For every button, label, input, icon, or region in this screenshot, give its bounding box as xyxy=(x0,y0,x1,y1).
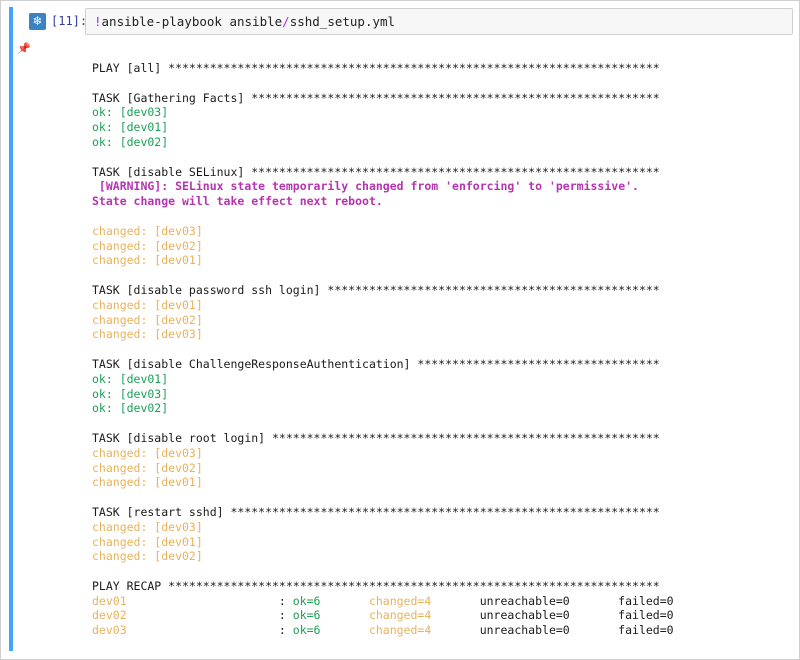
pushpin-icon[interactable]: 📌 xyxy=(17,42,31,55)
blank-line xyxy=(92,268,674,283)
recap-changed: changed=4 xyxy=(368,623,432,638)
blank-line xyxy=(92,490,674,505)
recap-host: dev02 xyxy=(92,608,127,623)
task-result-changed: changed: [dev03] xyxy=(92,327,203,342)
recap-host: dev01 xyxy=(92,593,127,608)
snowflake-icon[interactable]: ❄ xyxy=(29,13,46,30)
cell-input-editor[interactable]: !ansible-playbook ansible/sshd_setup.yml xyxy=(85,8,793,35)
task-result-changed: changed: [dev03] xyxy=(92,445,203,460)
recap-sep: : xyxy=(278,593,293,608)
blank-line xyxy=(92,150,674,165)
task-result-ok: ok: [dev02] xyxy=(92,401,169,416)
recap-host: dev03 xyxy=(92,623,127,638)
task-header: TASK [Gathering Facts] *****************… xyxy=(92,90,660,105)
blank-line xyxy=(92,342,674,357)
task-result-ok: ok: [dev03] xyxy=(92,105,169,120)
task-result-changed: changed: [dev03] xyxy=(92,223,203,238)
task-result-changed: changed: [dev01] xyxy=(92,253,203,268)
task-result-changed: changed: [dev01] xyxy=(92,475,203,490)
recap-row: dev02: ok=6 changed=4 unreachable=0 failed=… xyxy=(92,608,674,623)
recap-header: PLAY RECAP *****************************… xyxy=(92,578,660,593)
cell-selection-bar xyxy=(9,7,13,651)
warning-line: [WARNING]: SELinux state temporarily cha… xyxy=(92,179,639,194)
recap-ok: ok=6 xyxy=(292,623,321,638)
task-result-changed: changed: [dev01] xyxy=(92,534,203,549)
recap-changed: changed=4 xyxy=(368,593,432,608)
recap-changed: changed=4 xyxy=(368,608,432,623)
task-header: TASK [disable SELinux] *****************… xyxy=(92,164,660,179)
recap-failed: failed=0 xyxy=(618,608,674,623)
command-text: ansible-playbook ansible xyxy=(101,14,283,29)
cell-output-text: PLAY [all] *****************************… xyxy=(92,61,674,638)
blank-line xyxy=(92,564,674,579)
cell-output-area: 📌 PLAY [all] ***************************… xyxy=(13,39,793,653)
cell-command[interactable]: !ansible-playbook ansible/sshd_setup.yml xyxy=(94,14,395,29)
cell-input-row: ❄ [11]: !ansible-playbook ansible/sshd_s… xyxy=(13,7,793,37)
task-result-ok: ok: [dev01] xyxy=(92,371,169,386)
task-header: TASK [disable ChallengeResponseAuthentic… xyxy=(92,356,660,371)
blank-line xyxy=(92,209,674,224)
recap-sep: : xyxy=(278,623,293,638)
task-header: TASK [restart sshd] ********************… xyxy=(92,504,660,519)
task-result-ok: ok: [dev03] xyxy=(92,386,169,401)
recap-failed: failed=0 xyxy=(618,593,674,608)
task-header: TASK [disable password ssh login] ******… xyxy=(92,282,660,297)
recap-ok: ok=6 xyxy=(292,593,321,608)
task-result-changed: changed: [dev02] xyxy=(92,460,203,475)
task-result-ok: ok: [dev01] xyxy=(92,120,169,135)
recap-ok: ok=6 xyxy=(292,608,321,623)
warning-line: State change will take effect next reboo… xyxy=(92,194,383,209)
play-header: PLAY [all] *****************************… xyxy=(92,61,660,75)
recap-sep: : xyxy=(278,608,293,623)
command-file: sshd_setup.yml xyxy=(289,14,396,29)
recap-failed: failed=0 xyxy=(618,623,674,638)
code-cell[interactable]: ❄ [11]: !ansible-playbook ansible/sshd_s… xyxy=(13,7,793,653)
recap-row: dev01: ok=6 changed=4 unreachable=0 failed=… xyxy=(92,594,674,609)
task-result-changed: changed: [dev02] xyxy=(92,549,203,564)
task-result-changed: changed: [dev02] xyxy=(92,312,203,327)
command-slash: / xyxy=(282,14,290,29)
recap-unreachable: unreachable=0 xyxy=(479,608,570,623)
task-result-changed: changed: [dev01] xyxy=(92,297,203,312)
recap-unreachable: unreachable=0 xyxy=(479,593,570,608)
cell-prompt: [11]: xyxy=(51,14,88,28)
recap-unreachable: unreachable=0 xyxy=(479,623,570,638)
task-result-changed: changed: [dev03] xyxy=(92,519,203,534)
recap-row: dev03: ok=6 changed=4 unreachable=0 failed=… xyxy=(92,623,674,638)
blank-line xyxy=(92,416,674,431)
task-result-changed: changed: [dev02] xyxy=(92,238,203,253)
command-bang: ! xyxy=(94,14,102,29)
task-header: TASK [disable root login] **************… xyxy=(92,430,660,445)
task-result-ok: ok: [dev02] xyxy=(92,134,169,149)
blank-line xyxy=(92,76,674,91)
